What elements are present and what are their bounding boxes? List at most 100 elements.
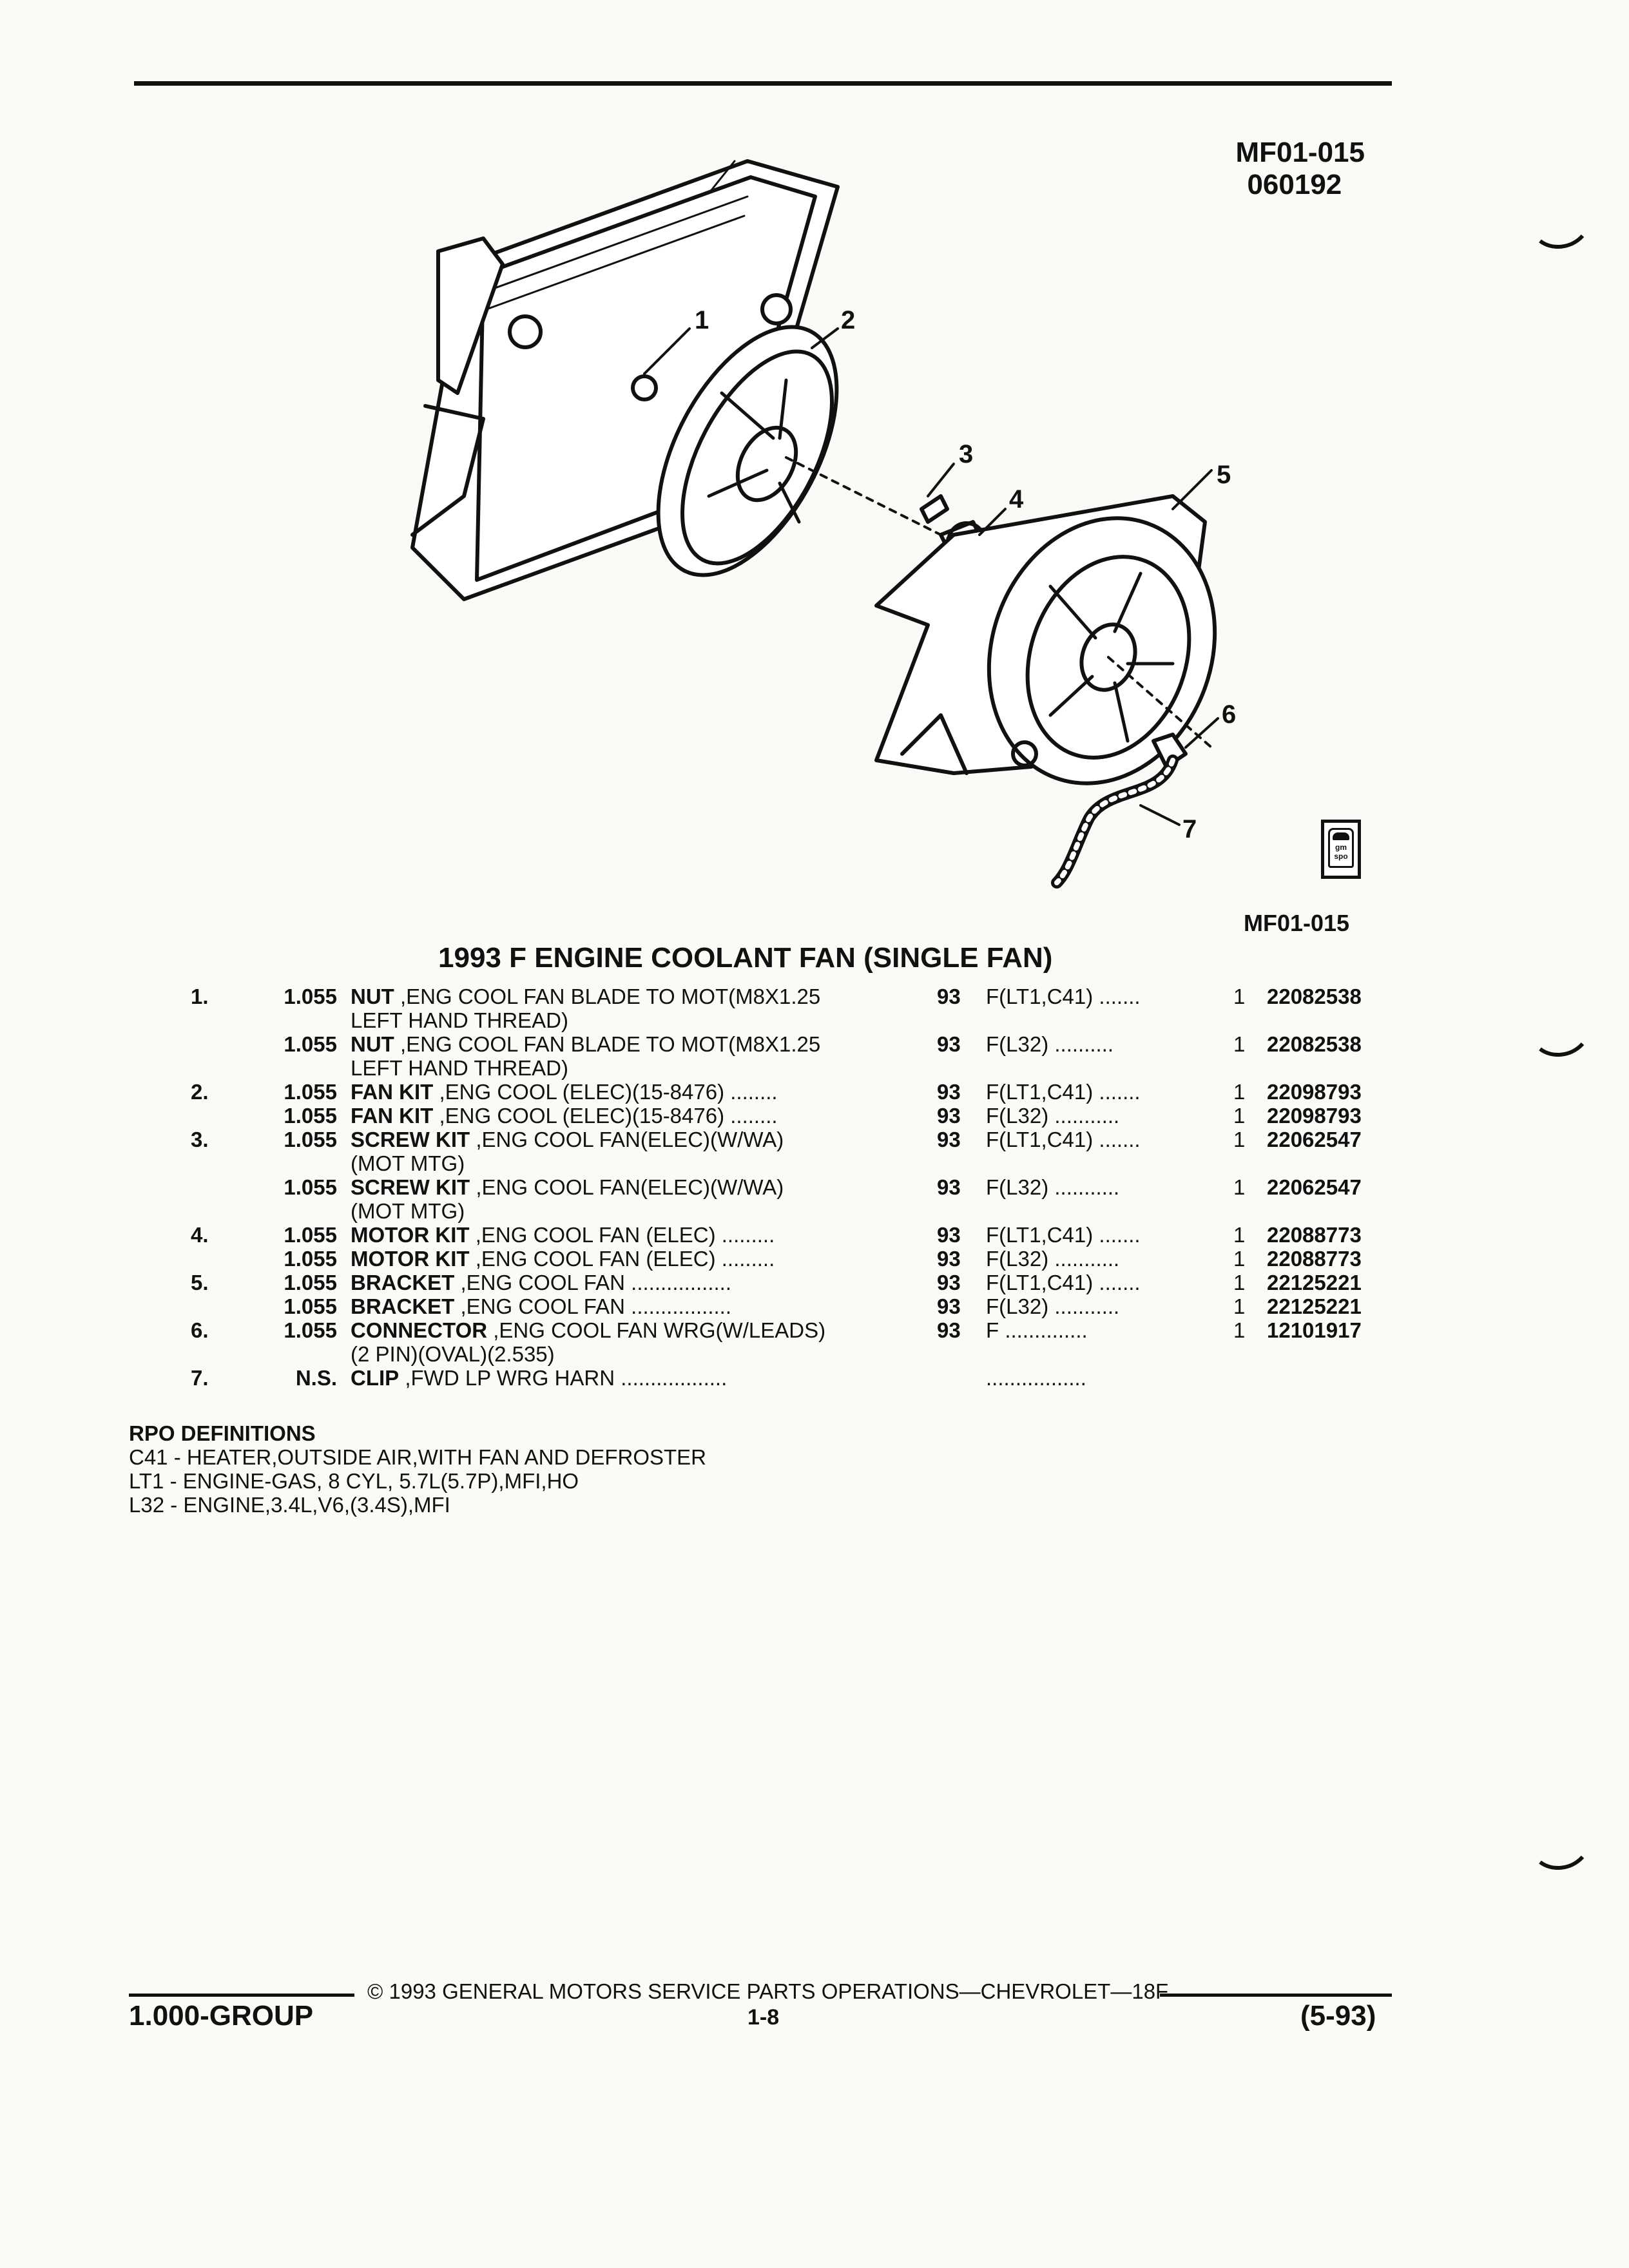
- callout-leaders: [643, 327, 1219, 826]
- part-number: 22125221: [1267, 1294, 1362, 1318]
- fan-shroud-drawing: [874, 494, 1217, 785]
- part-number: 22088773: [1267, 1223, 1362, 1247]
- item-number: 6.: [191, 1318, 209, 1342]
- model-year: 93: [937, 1223, 961, 1247]
- binding-hole-mark: [1539, 1856, 1584, 1870]
- part-name: SCREW KIT: [351, 1128, 470, 1151]
- usage-code: F(LT1,C41) .......: [986, 985, 1141, 1008]
- part-desc-line1: ,ENG COOL (ELEC)(15-8476) ........: [433, 1104, 778, 1128]
- model-year: 93: [937, 1247, 961, 1271]
- group-number: 1.055: [284, 1318, 337, 1342]
- parts-row: 6. 1.055 CONNECTOR ,ENG COOL FAN WRG(W/LEA…: [129, 1318, 1392, 1366]
- part-description: CLIP ,FWD LP WRG HARN ..................: [351, 1366, 1021, 1390]
- usage-code: F ..............: [986, 1318, 1088, 1342]
- part-desc-line1: ,ENG COOL FAN WRG(W/LEADS): [487, 1318, 826, 1342]
- exploded-view-illustration: 1 2 3 4 5 6 7: [410, 159, 1236, 889]
- group-number: 1.055: [284, 1104, 337, 1128]
- part-description: FAN KIT ,ENG COOL (ELEC)(15-8476) ......…: [351, 1080, 1021, 1104]
- usage-code: .................: [986, 1366, 1086, 1390]
- part-desc-line1: ,ENG COOL FAN .................: [454, 1294, 732, 1318]
- parts-list-title: 1993 F ENGINE COOLANT FAN (SINGLE FAN): [438, 942, 1053, 974]
- item-number: 7.: [191, 1366, 209, 1390]
- group-number: 1.055: [284, 1175, 337, 1199]
- quantity: 1: [1233, 1271, 1246, 1294]
- gm-spo-logo: gm spo: [1321, 820, 1361, 879]
- model-year: 93: [937, 1271, 961, 1294]
- part-name: CONNECTOR: [351, 1318, 488, 1342]
- quantity: 1: [1233, 1175, 1246, 1199]
- parts-row: 4. 1.055 MOTOR KIT ,ENG COOL FAN (ELEC) ..…: [129, 1223, 1392, 1247]
- part-name: MOTOR KIT: [351, 1223, 470, 1247]
- usage-code: F(L32) ...........: [986, 1294, 1120, 1318]
- part-desc-line2: LEFT HAND THREAD): [351, 1008, 568, 1032]
- part-description: CONNECTOR ,ENG COOL FAN WRG(W/LEADS)(2 P…: [351, 1318, 1021, 1366]
- callout-1: 1: [695, 306, 709, 334]
- callout-6: 6: [1222, 700, 1236, 729]
- usage-code: F(L32) ..........: [986, 1032, 1114, 1056]
- quantity: 1: [1233, 1318, 1246, 1342]
- rpo-line: LT1 - ENGINE-GAS, 8 CYL, 5.7L(5.7P),MFI,…: [129, 1469, 579, 1493]
- callout-7: 7: [1182, 815, 1197, 843]
- usage-code: F(L32) ...........: [986, 1104, 1120, 1128]
- quantity: 1: [1233, 1032, 1246, 1056]
- figure-code: MF01-015: [1235, 137, 1365, 168]
- part-desc-line1: ,ENG COOL FAN(ELEC)(W/WA): [470, 1175, 784, 1199]
- part-name: NUT: [351, 1032, 394, 1056]
- model-year: 93: [937, 1318, 961, 1342]
- quantity: 1: [1233, 1128, 1246, 1151]
- top-rule: [134, 81, 1392, 86]
- quantity: 1: [1233, 1247, 1246, 1271]
- usage-code: F(LT1,C41) .......: [986, 1128, 1141, 1151]
- item-number: 5.: [191, 1271, 209, 1294]
- part-desc-line1: ,ENG COOL FAN(ELEC)(W/WA): [470, 1128, 784, 1151]
- usage-code: F(LT1,C41) .......: [986, 1080, 1141, 1104]
- parts-row: 7. N.S. CLIP ,FWD LP WRG HARN ............…: [129, 1366, 1392, 1390]
- part-name: BRACKET: [351, 1271, 455, 1294]
- item-number: 4.: [191, 1223, 209, 1247]
- part-desc-line1: ,ENG COOL FAN .................: [454, 1271, 732, 1294]
- callout-5: 5: [1217, 461, 1231, 489]
- wiring-harness-drawing: [1051, 656, 1213, 889]
- callout-2: 2: [841, 306, 855, 334]
- footer-rule-left: [129, 1994, 354, 1997]
- part-name: FAN KIT: [351, 1104, 434, 1128]
- quantity: 1: [1233, 1104, 1246, 1128]
- part-description: SCREW KIT ,ENG COOL FAN(ELEC)(W/WA)(MOT …: [351, 1128, 1021, 1175]
- model-year: 93: [937, 1175, 961, 1199]
- part-description: BRACKET ,ENG COOL FAN .................: [351, 1294, 1021, 1318]
- group-number: 1.055: [284, 985, 337, 1008]
- figure-reference: MF01-015: [1244, 910, 1350, 936]
- group-number: 1.055: [284, 1223, 337, 1247]
- model-year: 93: [937, 1294, 961, 1318]
- part-desc-line2: (MOT MTG): [351, 1151, 465, 1175]
- fan-blade-drawing: [631, 325, 839, 577]
- usage-code: F(LT1,C41) .......: [986, 1223, 1141, 1247]
- rpo-line: L32 - ENGINE,3.4L,V6,(3.4S),MFI: [129, 1493, 450, 1517]
- parts-row: 1.055 FAN KIT ,ENG COOL (ELEC)(15-8476) .…: [129, 1104, 1392, 1128]
- model-year: 93: [937, 1032, 961, 1056]
- model-year: 93: [937, 1104, 961, 1128]
- group-number: N.S.: [295, 1366, 337, 1390]
- item-number: 2.: [191, 1080, 209, 1104]
- page-number: 1-8: [747, 2005, 780, 2030]
- group-number: 1.055: [284, 1247, 337, 1271]
- part-name: BRACKET: [351, 1294, 455, 1318]
- model-year: 93: [937, 1128, 961, 1151]
- group-number: 1.055: [284, 1080, 337, 1104]
- footer-rule-right: [1160, 1994, 1392, 1997]
- group-number: 1.055: [284, 1032, 337, 1056]
- part-description: MOTOR KIT ,ENG COOL FAN (ELEC) .........: [351, 1247, 1021, 1271]
- revision-date: (5-93): [1300, 2000, 1376, 2032]
- part-number: 22098793: [1267, 1080, 1362, 1104]
- model-year: 93: [937, 1080, 961, 1104]
- part-description: MOTOR KIT ,ENG COOL FAN (ELEC) .........: [351, 1223, 1021, 1247]
- group-number: 1.055: [284, 1128, 337, 1151]
- part-number: 22062547: [1267, 1128, 1362, 1151]
- part-name: NUT: [351, 985, 394, 1008]
